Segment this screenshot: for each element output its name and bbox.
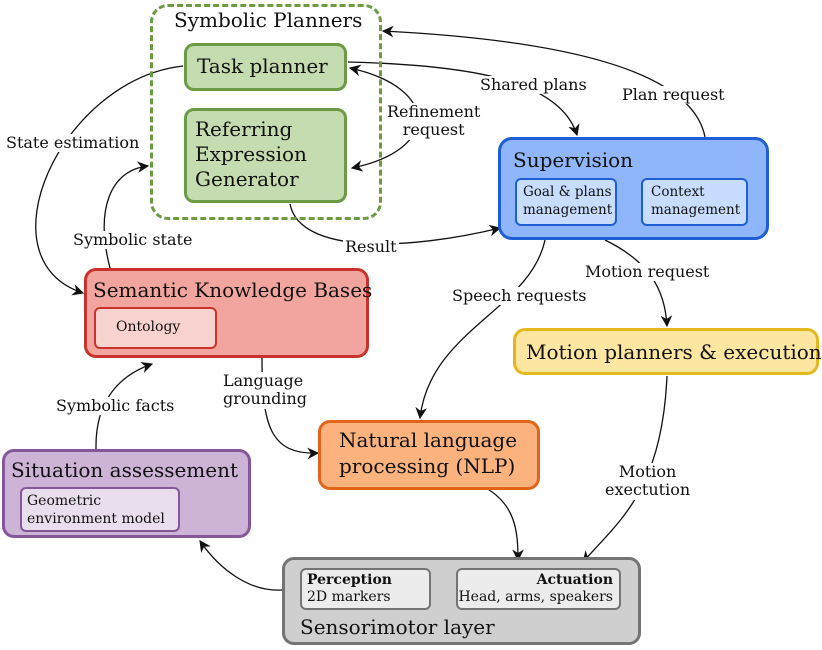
goal-plans-label: Goal & plans management [523,184,613,218]
nlp-box: Natural language processing (NLP) [318,420,540,490]
edge-symbolic-state [103,161,150,269]
edge-motion-request [604,239,673,328]
context-label: Context management [651,184,741,218]
edge-sensorimotor-situation [199,540,283,591]
nlp-label: Natural language processing (NLP) [339,428,518,478]
supervision-box: Supervision Goal & plans management Cont… [498,137,769,240]
label-state-estimation: State estimation [4,133,142,153]
edge-state-estimation [35,65,184,296]
task-planner-label: Task planner [197,54,328,78]
sensorimotor-layer-box: Perception 2D markers Actuation Head, ar… [282,557,641,645]
label-speech-requests: Speech requests [450,286,589,306]
geometric-model-label: Geometric environment model [27,493,165,528]
goal-plans-box: Goal & plans management [515,178,617,226]
task-planner-box: Task planner [184,43,347,91]
skb-title: Semantic Knowledge Bases [93,278,373,302]
edge-symbolic-facts [95,361,154,450]
label-symbolic-state: Symbolic state [71,230,195,250]
label-language-grounding: Language grounding [221,371,310,409]
sensorimotor-title: Sensorimotor layer [300,615,495,639]
situation-title: Situation assessement [11,458,239,482]
motion-planners-label: Motion planners & execution [526,340,822,364]
geometric-model-box: Geometric environment model [20,487,180,532]
actuation-sub: Head, arms, speakers [458,589,613,605]
supervision-title: Supervision [513,148,634,172]
label-symbolic-facts: Symbolic facts [54,396,177,416]
perception-box: Perception 2D markers [300,568,431,610]
label-motion-request: Motion request [583,262,712,282]
context-box: Context management [641,178,748,226]
actuation-title: Actuation [536,572,613,588]
edge-plan-request [381,25,706,138]
perception-sub: 2D markers [307,589,391,605]
reg-box: Referring Expression Generator [184,108,347,203]
label-result: Result [343,237,399,257]
semantic-knowledge-bases-box: Semantic Knowledge Bases Ontology [84,268,373,358]
edge-nlp-sensorimotor [485,487,524,562]
ontology-box: Ontology [94,307,217,349]
situation-assessment-box: Situation assessement Geometric environm… [2,449,251,538]
symbolic-planners-group [150,4,382,220]
actuation-box: Actuation Head, arms, speakers [456,568,621,610]
symbolic-planners-title: Symbolic Planners [174,8,363,32]
label-shared-plans: Shared plans [478,75,589,95]
edge-speech-requests [415,239,546,420]
ontology-label: Ontology [116,319,181,335]
motion-planners-box: Motion planners & execution [513,328,822,375]
label-motion-execution: Motion exectution [603,462,693,500]
label-plan-request: Plan request [620,85,727,105]
perception-title: Perception [307,572,392,588]
reg-label: Referring Expression Generator [195,117,307,191]
label-refinement: Refinement request [385,102,483,140]
